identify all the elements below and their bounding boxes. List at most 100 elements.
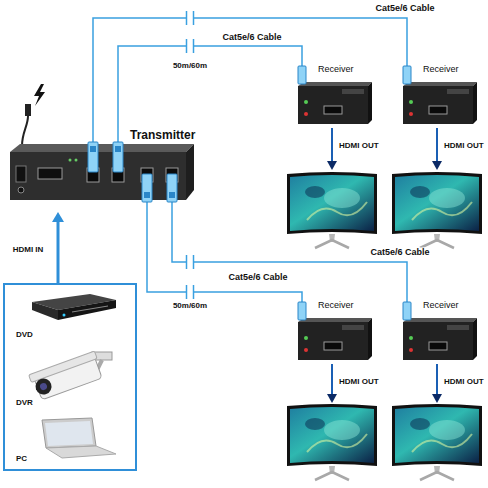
transmitter-box: Transmitter <box>8 128 204 212</box>
cable-break-mark <box>187 38 193 54</box>
tx-illustration <box>167 174 177 202</box>
tx-illustration <box>117 128 119 142</box>
tx-illustration <box>38 168 62 179</box>
dvr-illustration <box>29 351 104 401</box>
rx-illustration <box>403 302 411 320</box>
rx-illustration <box>403 318 477 322</box>
cable-break-mark <box>193 285 195 299</box>
rx-illustration <box>298 318 372 322</box>
tx-illustration <box>88 142 98 172</box>
tx-illustration <box>169 192 175 198</box>
device-name: DVR <box>16 399 33 407</box>
source-device: DVD <box>12 290 122 344</box>
monitor <box>287 172 482 480</box>
device-name: Transmitter <box>130 129 195 141</box>
cable-break-mark <box>186 255 188 269</box>
signal-name: HDMI OUT <box>442 378 486 386</box>
monitor <box>287 404 377 480</box>
cable-break-mark <box>186 285 188 299</box>
hdmi-out-arrow <box>327 394 337 403</box>
power-cord <box>22 116 28 146</box>
cat-cable <box>93 18 407 128</box>
rx-illustration <box>342 325 364 330</box>
hdmi-in-arrow <box>52 212 64 222</box>
cable-break-mark <box>193 39 195 53</box>
dvd-illustration <box>58 300 116 320</box>
cable-label: Cat5e/6 Cable <box>368 248 431 257</box>
cable-break-mark <box>186 39 188 53</box>
rx-illustration <box>304 336 308 340</box>
hdmi-out-arrow <box>432 161 442 170</box>
rx-illustration <box>406 62 408 66</box>
rx-illustration <box>403 86 473 124</box>
cable-label: Cat5e/6 Cable <box>226 273 289 282</box>
cat-cable <box>118 46 302 128</box>
rx-illustration <box>301 298 303 302</box>
tx-illustration <box>90 146 96 152</box>
rx-illustration <box>304 112 308 116</box>
rx-illustration <box>403 66 411 84</box>
rx-illustration <box>368 82 372 124</box>
cat-cable <box>147 212 302 298</box>
source-device: DVR <box>12 348 122 412</box>
signal-name: HDMI OUT <box>442 142 486 150</box>
hdmi-out-arrow <box>436 364 438 395</box>
rx-illustration <box>473 318 477 360</box>
tx-illustration <box>18 187 24 193</box>
source-device: PC <box>12 416 122 468</box>
cable-break-mark <box>187 10 193 26</box>
device-name: Receiver <box>423 65 459 74</box>
power-cord <box>25 104 31 116</box>
monitor <box>392 172 482 248</box>
power-cord <box>22 84 45 146</box>
tx-illustration <box>75 159 78 162</box>
dvd-illustration <box>72 306 108 312</box>
rx-illustration <box>368 318 372 360</box>
cable-break-mark <box>187 254 193 270</box>
hdmi-in-arrow <box>52 212 64 283</box>
rx-illustration <box>304 348 308 352</box>
monitor <box>287 172 377 248</box>
hdmi-out-arrow <box>327 128 442 403</box>
cable-break-mark <box>187 10 194 300</box>
tx-illustration <box>16 166 26 182</box>
receiver-box: Receiver <box>401 298 481 364</box>
receiver-box: Receiver <box>401 62 481 128</box>
rx-illustration <box>324 342 342 350</box>
cable-label: Cat5e/6 Cable <box>220 33 283 42</box>
signal-name: HDMI OUT <box>337 378 381 386</box>
rx-illustration <box>409 336 413 340</box>
cable-label: Cat5e/6 Cable <box>373 4 436 13</box>
cable-length: 50m/60m <box>171 302 209 310</box>
tx-illustration <box>113 142 123 172</box>
rx-illustration <box>473 82 477 124</box>
rx-illustration <box>301 62 303 66</box>
rx-illustration <box>406 298 408 302</box>
cable-break-mark <box>187 284 193 300</box>
device-name: Receiver <box>318 65 354 74</box>
rx-illustration <box>447 325 469 330</box>
rx-illustration <box>324 106 342 114</box>
rx-illustration <box>447 89 469 94</box>
tx-illustration <box>144 192 150 198</box>
rx-illustration <box>304 100 308 104</box>
hdmi-out-arrow <box>436 128 438 162</box>
device-name: PC <box>16 455 27 463</box>
tx-illustration <box>142 174 152 202</box>
hdmi-out-arrow <box>331 364 333 395</box>
tx-illustration <box>146 202 148 212</box>
power-cord <box>34 84 45 106</box>
rx-illustration <box>429 106 447 114</box>
cable-break-mark <box>193 255 195 269</box>
tx-illustration <box>69 159 72 162</box>
hdmi-out-arrow <box>331 128 333 162</box>
rx-illustration <box>298 66 306 84</box>
signal-name: HDMI IN <box>11 246 46 254</box>
dvd-illustration <box>63 314 66 317</box>
rx-illustration <box>403 82 477 86</box>
dvr-illustration <box>29 351 98 382</box>
hdmi-in-arrow <box>57 220 60 283</box>
